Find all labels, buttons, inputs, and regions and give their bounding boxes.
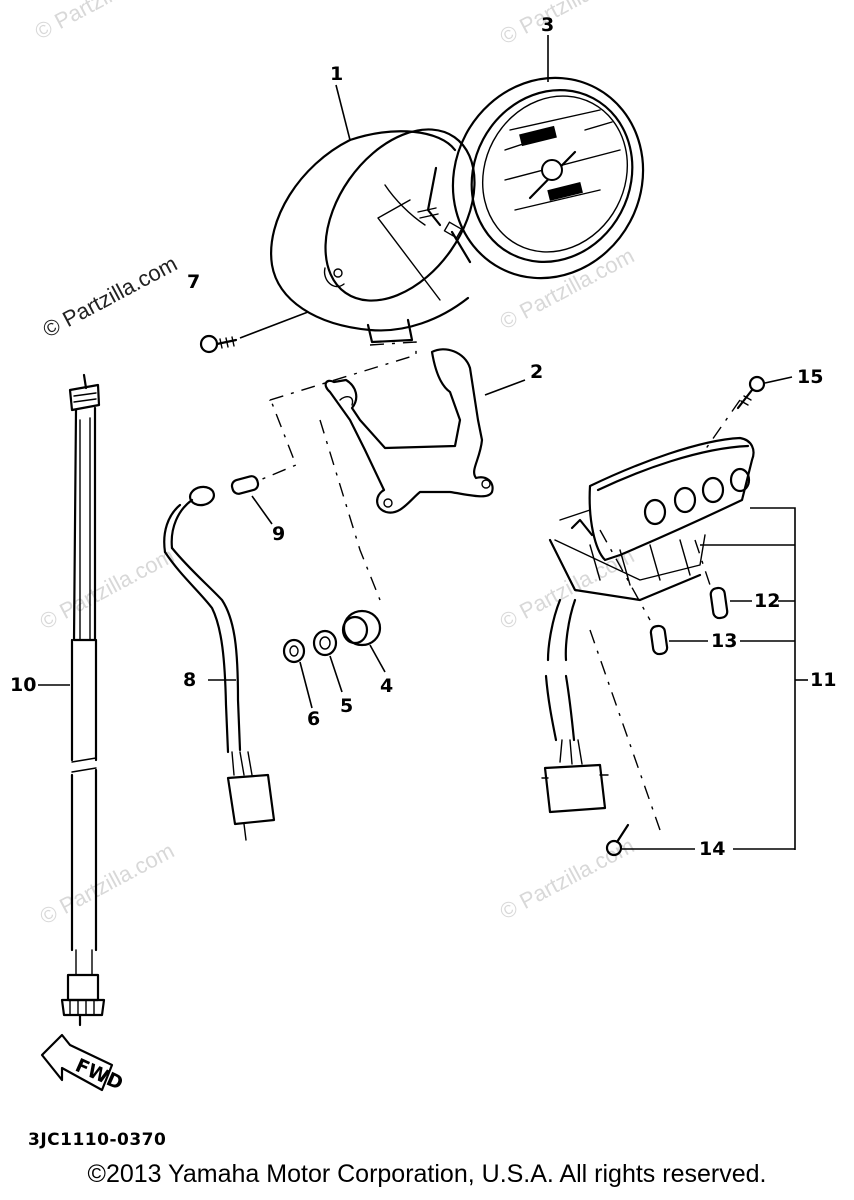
leader-9 (251, 495, 273, 525)
grommet-part-4 (341, 609, 386, 673)
screw-part-7 (199, 311, 309, 354)
callout-2: 2 (530, 361, 543, 383)
watermark-left-main: © Partzilla.com (39, 251, 182, 343)
bulb-part-12 (709, 586, 795, 620)
callout-15: 15 (797, 366, 823, 388)
bracket-part-2 (324, 348, 526, 514)
callout-1: 1 (330, 63, 343, 85)
nut-part-6 (282, 638, 313, 709)
callout-4: 4 (380, 675, 393, 697)
callout-7: 7 (187, 271, 200, 293)
leader-15 (764, 376, 793, 384)
leader-4 (369, 644, 386, 673)
callout-10: 10 (10, 674, 36, 696)
copyright-notice: ©2013 Yamaha Motor Corporation, U.S.A. A… (87, 1160, 767, 1188)
assembly-guide-lines (259, 341, 741, 831)
leader-2 (484, 379, 526, 396)
leader-5 (329, 655, 343, 693)
watermark-bottom-left: © Partzilla.com (36, 838, 179, 930)
watermark-mid-left: © Partzilla.com (36, 543, 179, 635)
callout-12: 12 (754, 590, 780, 612)
watermark-bottom-right: © Partzilla.com (496, 833, 639, 925)
bulb-part-13 (649, 624, 795, 656)
washer-part-5 (312, 629, 343, 693)
watermark-top-right: © Partzilla.com (496, 0, 639, 49)
watermark-top-left: © Partzilla.com (31, 0, 174, 44)
callout-labels: 1 2 3 4 5 6 7 8 9 10 11 12 13 14 15 (10, 14, 836, 860)
callout-5: 5 (340, 695, 353, 717)
meter-assembly-part-3 (417, 76, 645, 280)
callout-6: 6 (307, 708, 320, 730)
callout-14: 14 (699, 838, 725, 860)
callout-9: 9 (272, 523, 285, 545)
speedometer-cable-part-10 (38, 373, 106, 1027)
meter-housing-part-1 (270, 128, 476, 344)
leader-1 (335, 84, 351, 141)
diagram-code: 3JC1110-0370 (28, 1130, 167, 1150)
leader-11-bracket (750, 507, 796, 850)
leader-6 (299, 661, 313, 709)
leader-7 (239, 311, 309, 339)
callout-8: 8 (183, 669, 196, 691)
screw-part-14 (605, 823, 795, 857)
indicator-assembly-part-11 (541, 436, 808, 850)
callout-13: 13 (711, 630, 737, 652)
forward-direction-arrow: FWD (40, 1033, 126, 1095)
lead-wire-part-8 (163, 485, 276, 841)
screw-part-15 (736, 375, 793, 410)
callout-3: 3 (541, 14, 554, 36)
callout-11: 11 (810, 669, 836, 691)
bulb-part-9 (230, 475, 273, 525)
